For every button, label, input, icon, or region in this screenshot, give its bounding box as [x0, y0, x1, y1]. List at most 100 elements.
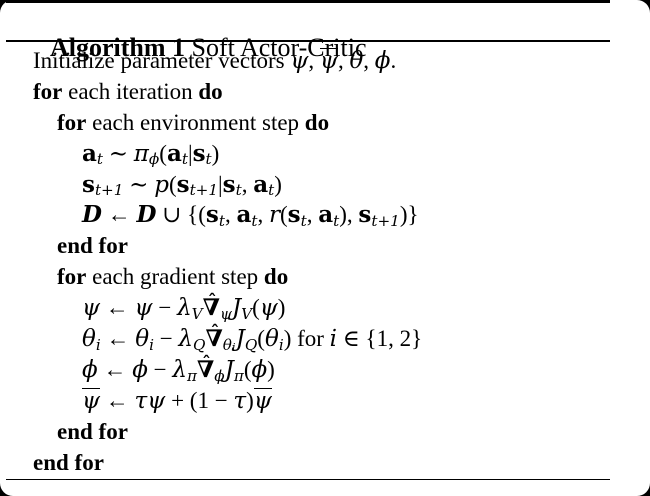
math-symbol: t: [300, 212, 307, 231]
math-symbol: ψ: [134, 295, 153, 322]
plain-text: ,: [308, 48, 320, 73]
math-symbol: t: [205, 150, 212, 169]
math-symbol: s: [82, 170, 95, 198]
pseudocode-line: ψ ← τψ + (1 − τ)ψ: [0, 386, 650, 417]
math-symbol: λ: [178, 326, 193, 353]
math-symbol: λ: [172, 356, 187, 383]
keyword-text: end for: [57, 233, 128, 259]
math-symbol: π: [133, 140, 149, 167]
math-symbol: t+1: [94, 181, 124, 200]
math-symbol: r: [268, 202, 280, 229]
plain-text: (: [279, 202, 288, 228]
keyword-text: do: [263, 264, 289, 290]
keyword-text: for: [33, 78, 63, 104]
pseudocode-line: for each iteration do: [0, 77, 650, 108]
plain-text: −: [152, 295, 178, 321]
math-symbol: ϕ: [374, 48, 391, 74]
keyword-text: for: [57, 264, 87, 290]
math-symbol: ψ: [82, 387, 101, 414]
plain-text: ∼: [123, 171, 155, 197]
math-symbol: ψ: [253, 387, 272, 414]
math-symbol: ∇: [205, 325, 223, 353]
math-symbol: D: [82, 201, 102, 229]
math-symbol: λ: [177, 295, 192, 322]
plain-text: −: [153, 326, 179, 352]
math-symbol: ϕ: [132, 356, 148, 383]
math-symbol: J: [235, 326, 245, 353]
math-symbol: ψ: [82, 295, 101, 322]
plain-text: ) for: [283, 326, 330, 352]
algorithm-bottom-rule: [6, 478, 610, 481]
plain-text: ,: [363, 48, 375, 73]
math-symbol: t: [235, 181, 242, 200]
math-symbol: D: [136, 201, 157, 229]
math-symbol: θ: [264, 326, 279, 353]
plain-text: ←: [100, 387, 135, 413]
keyword-text: end for: [33, 449, 104, 475]
pseudocode-line: at ∼ πϕ(at|st): [0, 139, 650, 170]
math-symbol: a: [236, 201, 252, 229]
plain-text: ,: [257, 202, 269, 228]
math-symbol: a: [253, 170, 269, 198]
pseudocode-line: Initialize parameter vectors ψ, ψ, θ, ϕ.: [0, 46, 650, 77]
nabla-hat: ˆ∇: [197, 354, 214, 386]
header-separator-rule: [6, 40, 610, 42]
math-symbol: t: [96, 150, 104, 169]
plain-text: (: [243, 356, 252, 382]
plain-text: (: [252, 295, 260, 321]
plain-text: each gradient step: [86, 264, 264, 290]
algorithm-label: Algorithm 1: [50, 33, 186, 62]
math-symbol: ∇: [202, 294, 220, 322]
plain-text: ,: [241, 171, 254, 197]
pseudocode-line: st+1 ∼ p(st+1|st, at): [0, 170, 650, 201]
pseudocode-line: for each gradient step do: [0, 262, 650, 293]
plain-text: ): [274, 171, 282, 197]
pseudocode-line: for each environment step do: [0, 108, 650, 139]
math-symbol: s: [205, 201, 219, 229]
pseudocode-line: end for: [0, 448, 650, 479]
nabla-hat: ˆ∇: [202, 292, 220, 324]
math-symbol: a: [82, 139, 97, 167]
plain-text: ∼: [103, 140, 134, 166]
hat-accent: ˆ: [210, 323, 220, 344]
math-symbol: θ: [349, 48, 364, 74]
math-symbol: ψ: [219, 304, 232, 323]
plain-text: ,: [306, 202, 319, 228]
plain-text: ∈ {1, 2}: [337, 326, 423, 352]
pseudocode-line: D ← D ∪ {(st, at, r(st, at), st+1)}: [0, 200, 650, 231]
plain-text: |: [187, 140, 193, 166]
plain-text: (: [257, 326, 265, 352]
math-symbol: s: [176, 170, 190, 198]
nabla-hat: ˆ∇: [205, 323, 223, 355]
math-symbol: i: [149, 335, 154, 354]
plain-text: each iteration: [62, 78, 199, 104]
plain-text: |: [218, 171, 223, 197]
math-symbol: ϕ: [251, 356, 268, 383]
plain-text: ): [277, 295, 286, 321]
plain-text: ,: [337, 48, 350, 73]
math-symbol: ψ: [319, 48, 338, 74]
math-symbol: θ: [82, 326, 96, 353]
algorithm-body: Initialize parameter vectors ψ, ψ, θ, ϕ.…: [0, 46, 650, 478]
math-symbol: J: [224, 356, 234, 383]
plain-text: each environment step: [86, 109, 305, 135]
math-symbol: J: [231, 295, 242, 322]
math-symbol: θ: [135, 326, 150, 353]
math-symbol: τψ: [134, 387, 166, 414]
math-symbol: π: [186, 366, 197, 385]
pseudocode-line: end for: [0, 417, 650, 448]
plain-text: ←: [100, 295, 135, 321]
plain-text: −: [147, 356, 173, 382]
keyword-text: do: [198, 78, 223, 104]
plain-text: (: [168, 171, 177, 197]
math-symbol: a: [318, 201, 334, 229]
math-symbol: V: [191, 304, 203, 323]
math-symbol: t: [251, 212, 258, 231]
math-symbol: ϕ: [82, 356, 98, 383]
math-symbol: s: [192, 139, 206, 167]
algorithm-title: Soft Actor-Critic: [185, 33, 367, 62]
math-symbol: s: [358, 201, 372, 229]
